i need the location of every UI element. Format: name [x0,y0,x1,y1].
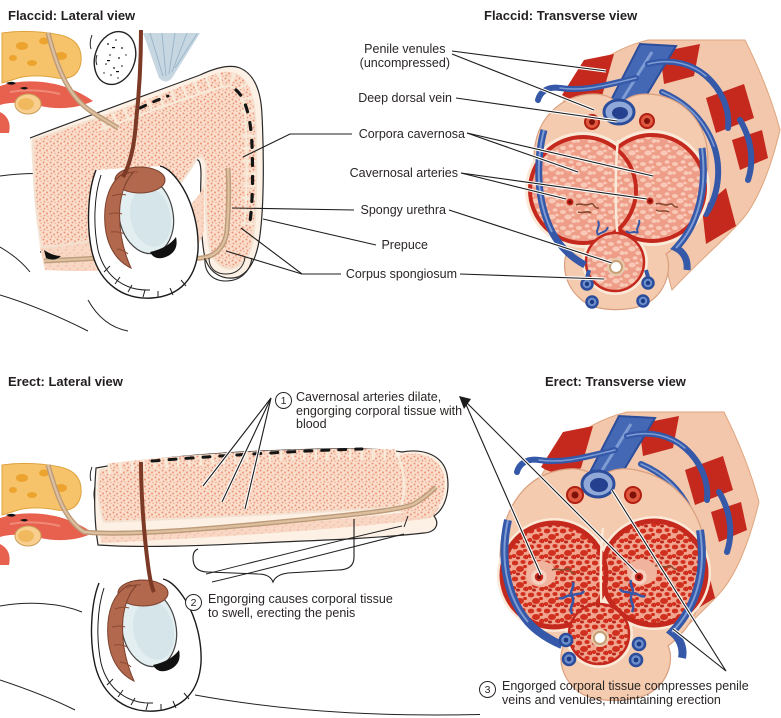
step-3-text: Engorged corporal tissue compresses peni… [502,679,749,707]
scrotum-hatching [103,265,187,298]
step-1-text: Cavernosal arteries dilate, engorging co… [296,390,463,431]
pelvic-anatomy-group [0,30,200,133]
ductus-deferens-erect [139,461,156,593]
label-corpora-cavernosa: Corpora cavernosa [358,127,465,141]
panel-title-flaccid-lateral: Flaccid: Lateral view [8,8,136,23]
step-1-number: 1 [275,392,292,409]
label-prepuce: Prepuce [381,238,428,252]
label-deep-dorsal-vein: Deep dorsal vein [358,91,452,105]
panel-title-erect-transverse: Erect: Transverse view [545,374,686,389]
label-cavernosal-arteries: Cavernosal arteries [349,166,458,180]
ductus-deferens-flaccid [121,29,143,178]
step-2-number: 2 [185,594,202,611]
label-corpus-spongiosum: Corpus spongiosum [345,267,457,281]
step-3-number: 3 [479,681,496,698]
label-penile-venules: Penile venules (uncompressed) [359,42,450,70]
step-2-text: Engorging causes corporal tissue to swel… [208,592,393,620]
panel-title-erect-lateral: Erect: Lateral view [8,374,123,389]
erect-transverse-face [497,468,711,702]
panel-title-flaccid-transverse: Flaccid: Transverse view [484,8,638,23]
scrotum-testis-group [87,165,199,299]
label-spongy-urethra: Spongy urethra [360,203,446,217]
bone-stipple [103,39,127,79]
